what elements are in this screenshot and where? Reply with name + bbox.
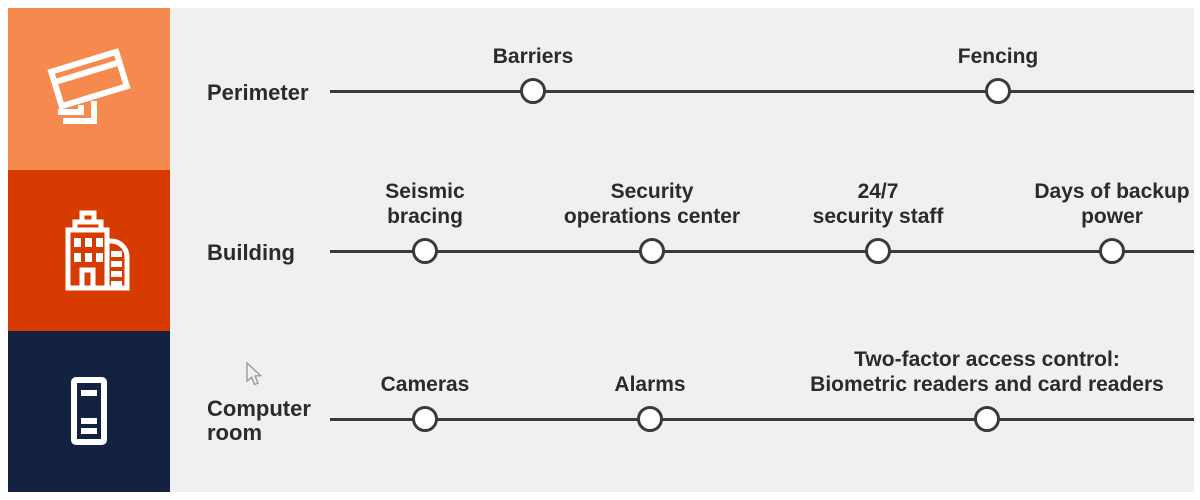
- building-icon: [65, 210, 130, 290]
- security-camera-icon: [47, 48, 131, 124]
- row-label-perimeter: Perimeter: [207, 80, 309, 105]
- perimeter-timeline: Barriers Fencing: [330, 45, 1194, 104]
- row-label-computer-room: Computer room: [207, 396, 311, 445]
- node-label-247-security-staff: 24/7 security staff: [812, 180, 944, 228]
- node-label-barriers: Barriers: [492, 45, 574, 68]
- node-dot: [1099, 238, 1125, 264]
- node-dot: [974, 406, 1000, 432]
- node-label-seismic-bracing: Seismic bracing: [385, 180, 465, 228]
- node-dot: [985, 78, 1011, 104]
- node-label-alarms: Alarms: [614, 373, 686, 396]
- node-dot: [637, 406, 663, 432]
- computer-room-tile: [8, 331, 170, 492]
- node-label-two-factor-access-control: Two-factor access control: Biometric rea…: [810, 348, 1164, 396]
- node-label-days-of-backup-power: Days of backup power: [1034, 180, 1190, 228]
- node-label-cameras: Cameras: [380, 373, 470, 396]
- node-dot: [520, 78, 546, 104]
- node-label-fencing: Fencing: [957, 45, 1039, 68]
- building-tile: [8, 170, 170, 331]
- node-label-security-operations-center: Security operations center: [563, 180, 741, 228]
- row-label-building: Building: [207, 240, 295, 265]
- building-timeline: Seismic bracing Security operations cent…: [330, 180, 1194, 264]
- perimeter-tile: [8, 8, 170, 170]
- node-dot: [412, 406, 438, 432]
- computer-room-timeline: Cameras Alarms Two-factor access control…: [330, 348, 1194, 432]
- node-dot: [865, 238, 891, 264]
- node-dot: [639, 238, 665, 264]
- node-dot: [412, 238, 438, 264]
- server-icon: [71, 376, 107, 445]
- mouse-cursor-icon: [244, 361, 264, 393]
